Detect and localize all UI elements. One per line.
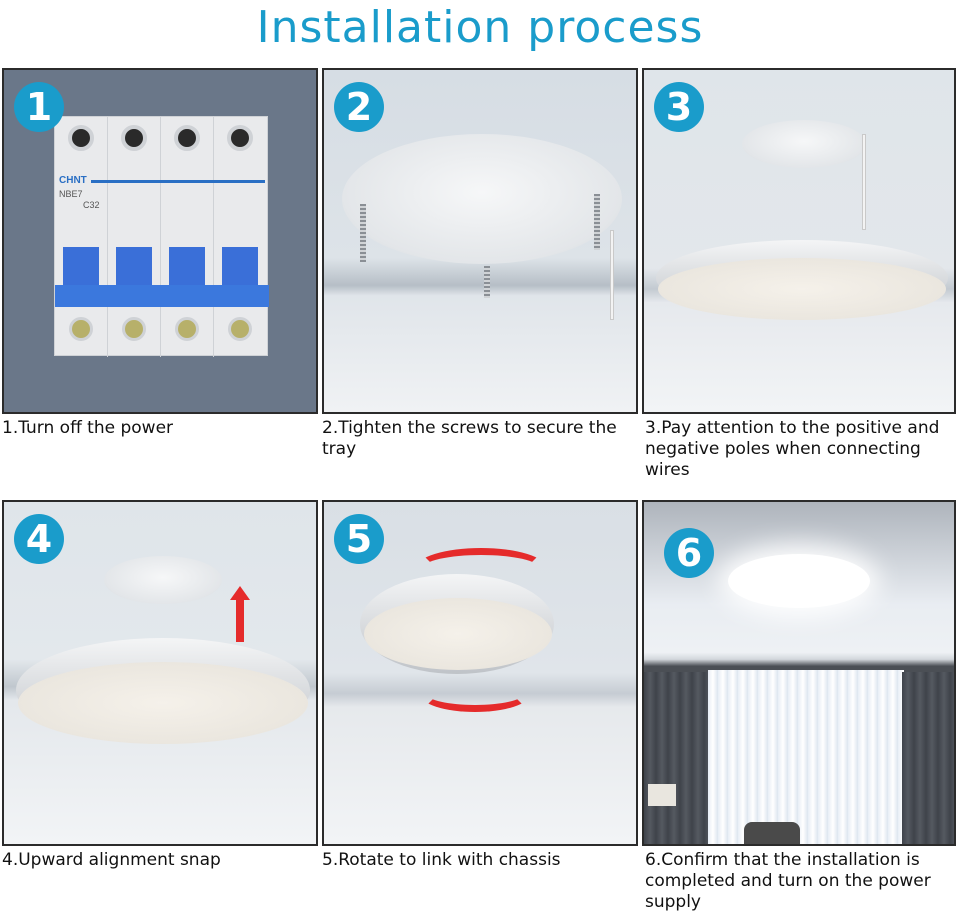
breaker-model: NBE7 bbox=[59, 189, 83, 199]
lamp-diffuser bbox=[364, 598, 552, 670]
rotate-arrow-icon bbox=[420, 676, 530, 712]
step-badge-1: 1 bbox=[14, 82, 64, 132]
curtain-right bbox=[902, 672, 954, 844]
floor-lamp bbox=[648, 784, 676, 806]
step-1-caption: 1.Turn off the power bbox=[2, 418, 174, 438]
lamp-diffuser bbox=[658, 258, 946, 320]
mounting-tray bbox=[742, 120, 866, 168]
step-2-caption: 2.Tighten the screws to secure the tray bbox=[322, 418, 617, 459]
step-badge-6: 6 bbox=[664, 528, 714, 578]
wire bbox=[862, 134, 866, 230]
screw-icon bbox=[594, 194, 600, 250]
step-2-image: 2 bbox=[322, 68, 638, 414]
page-title: Installation process bbox=[256, 2, 704, 53]
breaker-toggle-bar bbox=[55, 285, 269, 307]
step-4-image: 4 bbox=[2, 500, 318, 846]
wire bbox=[610, 230, 614, 320]
curtain-left bbox=[644, 672, 708, 844]
lamp-diffuser bbox=[18, 662, 308, 744]
step-badge-5: 5 bbox=[334, 514, 384, 564]
mounting-tray bbox=[104, 556, 222, 604]
step-6-caption: 6.Confirm that the installation is compl… bbox=[645, 850, 931, 912]
up-arrow-head bbox=[230, 586, 250, 600]
step-badge-3: 3 bbox=[654, 82, 704, 132]
rotate-arrow-icon bbox=[416, 548, 546, 588]
screw-icon bbox=[360, 204, 366, 262]
up-arrow-icon bbox=[236, 598, 244, 642]
step-5-image: 5 bbox=[322, 500, 638, 846]
step-badge-4: 4 bbox=[14, 514, 64, 564]
armchair bbox=[744, 822, 800, 844]
step-6-image: 6 bbox=[642, 500, 956, 846]
circuit-breaker-illustration: CHNT NBE7 C32 bbox=[54, 116, 269, 357]
screw-icon bbox=[484, 266, 490, 298]
step-3-image: 3 bbox=[642, 68, 956, 414]
sheer-curtain bbox=[708, 670, 904, 844]
step-badge-2: 2 bbox=[334, 82, 384, 132]
step-4-caption: 4.Upward alignment snap bbox=[2, 850, 221, 870]
step-1-image: CHNT NBE7 C32 1 bbox=[2, 68, 318, 414]
lamp-installed bbox=[728, 554, 870, 608]
step-3-caption: 3.Pay attention to the positive and nega… bbox=[645, 418, 940, 480]
breaker-brand: CHNT bbox=[59, 175, 87, 186]
mounting-tray bbox=[342, 134, 622, 264]
breaker-rating: C32 bbox=[83, 200, 100, 210]
step-5-caption: 5.Rotate to link with chassis bbox=[322, 850, 561, 870]
